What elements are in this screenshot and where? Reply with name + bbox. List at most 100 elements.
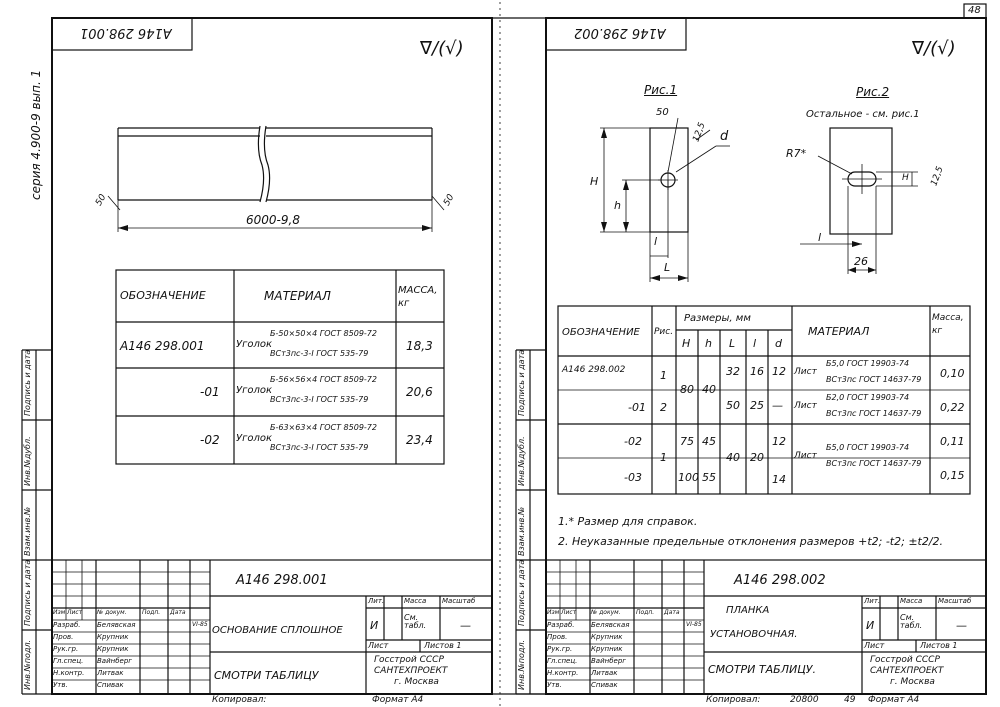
right-number: 20800 bbox=[790, 695, 819, 705]
left-role-1: Разраб. bbox=[53, 621, 81, 629]
right-th-mass: Масса, кг bbox=[932, 313, 964, 336]
fig1-title: Рис.1 bbox=[644, 83, 678, 97]
right-th-code: ОБОЗНАЧЕНИЕ bbox=[562, 327, 640, 338]
right-row1-code: А146 298.002 bbox=[562, 365, 626, 375]
right-row3-matbot: ВСт3пс ГОСТ 14637-79 bbox=[826, 459, 922, 468]
left-row3-code: -02 bbox=[200, 433, 220, 447]
right-row1-mass: 0,10 bbox=[940, 367, 965, 380]
fig1-label-L: L bbox=[664, 261, 671, 274]
right-th-h: h bbox=[705, 337, 712, 350]
left-stamp-h-sign: Подп. bbox=[142, 609, 161, 616]
right-row2-d: — bbox=[772, 399, 783, 412]
left-row1-mattop: Б-50×50×4 ГОСТ 8509-72 bbox=[270, 329, 377, 338]
left-row3-matname: Уголок bbox=[236, 433, 273, 444]
left-stamp-sheet: Лист bbox=[368, 641, 389, 650]
right-roughness-icon: ∇/(√) bbox=[912, 38, 956, 59]
right-stamp-h-date: Дата bbox=[664, 609, 680, 616]
left-role-3: Рук.гр. bbox=[53, 645, 79, 653]
right-top-code: А146 298.002 bbox=[574, 25, 666, 40]
side-stamp-3: Взам.инв.№ bbox=[23, 506, 32, 556]
series-label: серия 4.900-9 вып. 1 bbox=[29, 69, 43, 200]
right-row2-matname: Лист bbox=[794, 401, 817, 411]
right-row1-d: 12 bbox=[772, 365, 786, 378]
right-row4-mass: 0,15 bbox=[940, 469, 965, 482]
right-th-dims: Размеры, мм bbox=[684, 313, 751, 324]
side-stamp-r1: Инв.№подл. bbox=[517, 639, 526, 690]
left-row1-matbot: ВСт3пс-3-I ГОСТ 535-79 bbox=[270, 349, 369, 358]
right-th-l: l bbox=[753, 337, 757, 350]
right-role-5: Н.контр. bbox=[547, 669, 579, 677]
left-stamp-org1: Госстрой СССР bbox=[374, 655, 444, 665]
right-role-6: Утв. bbox=[547, 681, 562, 689]
right-row3-fig: 1 bbox=[660, 451, 667, 464]
left-date-1: VI-85 bbox=[192, 621, 208, 628]
left-stamp-mass-h: Масса bbox=[404, 597, 427, 605]
left-role-6: Утв. bbox=[53, 681, 68, 689]
right-row2-mass: 0,22 bbox=[940, 401, 965, 414]
left-name-5: Литвак bbox=[97, 669, 124, 677]
right-row2-code: -01 bbox=[628, 401, 646, 414]
right-row2-mattop: Б2,0 ГОСТ 19903-74 bbox=[826, 393, 910, 402]
right-row1-matname: Лист bbox=[794, 367, 817, 377]
left-copied: Копировал: bbox=[212, 695, 267, 705]
side-stamp-r4: Инв.№дубл. bbox=[517, 436, 526, 486]
side-stamp-1: Инв.№подл. bbox=[23, 639, 32, 690]
right-stamp-sheets: Листов 1 bbox=[920, 641, 958, 650]
right-stamp-name1: ПЛАНКА bbox=[726, 605, 770, 616]
right-row4-code: -03 bbox=[624, 471, 642, 484]
left-role-2: Пров. bbox=[53, 633, 74, 641]
right-row3-d: 12 bbox=[772, 435, 786, 448]
right-row1-h: 40 bbox=[702, 383, 716, 396]
left-row2-code: -01 bbox=[200, 385, 220, 399]
fig1-label-h: h bbox=[614, 199, 621, 212]
left-role-5: Н.контр. bbox=[53, 669, 85, 677]
left-stamp-org2: САНТЕХПРОЕКТ bbox=[374, 666, 448, 676]
left-name-1: Белявская bbox=[97, 621, 136, 629]
fig2-title: Рис.2 bbox=[856, 85, 890, 99]
right-date-1: VI-85 bbox=[686, 621, 702, 628]
right-name-4: Вайнберг bbox=[591, 657, 626, 665]
fig1-label-d: d bbox=[720, 129, 729, 144]
fig1-label-H: H bbox=[590, 175, 599, 188]
right-row1-matbot: ВСт3пс ГОСТ 14637-79 bbox=[826, 375, 922, 384]
right-row2-l: 25 bbox=[750, 399, 764, 412]
right-row1-H: 80 bbox=[680, 383, 694, 396]
right-stamp-org1: Госстрой СССР bbox=[870, 655, 940, 665]
left-dimension: 6000-9,8 bbox=[246, 213, 300, 227]
left-name-3: Крупник bbox=[97, 645, 129, 653]
right-stamp-lit-h: Лит. bbox=[864, 597, 881, 605]
left-stamp-lit-h: Лит. bbox=[368, 597, 385, 605]
left-stamp-mass: См. табл. bbox=[404, 613, 427, 630]
right-stamp-scale: — bbox=[956, 619, 967, 632]
right-role-2: Пров. bbox=[547, 633, 568, 641]
left-th-code: ОБОЗНАЧЕНИЕ bbox=[120, 289, 206, 302]
right-role-3: Рук.гр. bbox=[547, 645, 573, 653]
right-row4-h: 55 bbox=[702, 471, 716, 484]
right-row2-fig: 2 bbox=[660, 401, 667, 414]
side-stamp-r3: Взам.инв.№ bbox=[517, 506, 526, 556]
right-row3-l: 20 bbox=[750, 451, 764, 464]
right-stamp-scale-h: Масштаб bbox=[938, 597, 972, 605]
left-name-4: Вайнберг bbox=[97, 657, 132, 665]
fig2-label-H: H bbox=[902, 173, 909, 183]
right-row4-H: 100 bbox=[678, 471, 699, 484]
left-th-material: МАТЕРИАЛ bbox=[264, 289, 331, 303]
right-th-fig: Рис. bbox=[654, 327, 674, 337]
left-top-code: А146 298.001 bbox=[80, 25, 172, 40]
left-row1-mass: 18,3 bbox=[406, 339, 433, 353]
right-stamp-h-izm: Изм bbox=[547, 609, 560, 616]
left-stamp-material: СМОТРИ ТАБЛИЦУ bbox=[214, 669, 319, 682]
right-th-H: H bbox=[682, 337, 691, 350]
left-stamp-name: ОСНОВАНИЕ СПЛОШНОЕ bbox=[212, 625, 343, 636]
fig2-label-l: l bbox=[818, 231, 822, 244]
left-roughness-icon: ∇/(√) bbox=[420, 38, 464, 59]
side-stamp-5: Подпись и дата bbox=[23, 349, 32, 416]
left-row2-mattop: Б-56×56×4 ГОСТ 8509-72 bbox=[270, 375, 377, 384]
left-role-4: Гл.спец. bbox=[53, 657, 84, 665]
side-stamp-r2: Подпись и дата bbox=[517, 559, 526, 626]
left-stamp-sheets: Листов 1 bbox=[424, 641, 462, 650]
right-row1-L: 32 bbox=[726, 365, 740, 378]
right-th-L: L bbox=[729, 337, 736, 350]
